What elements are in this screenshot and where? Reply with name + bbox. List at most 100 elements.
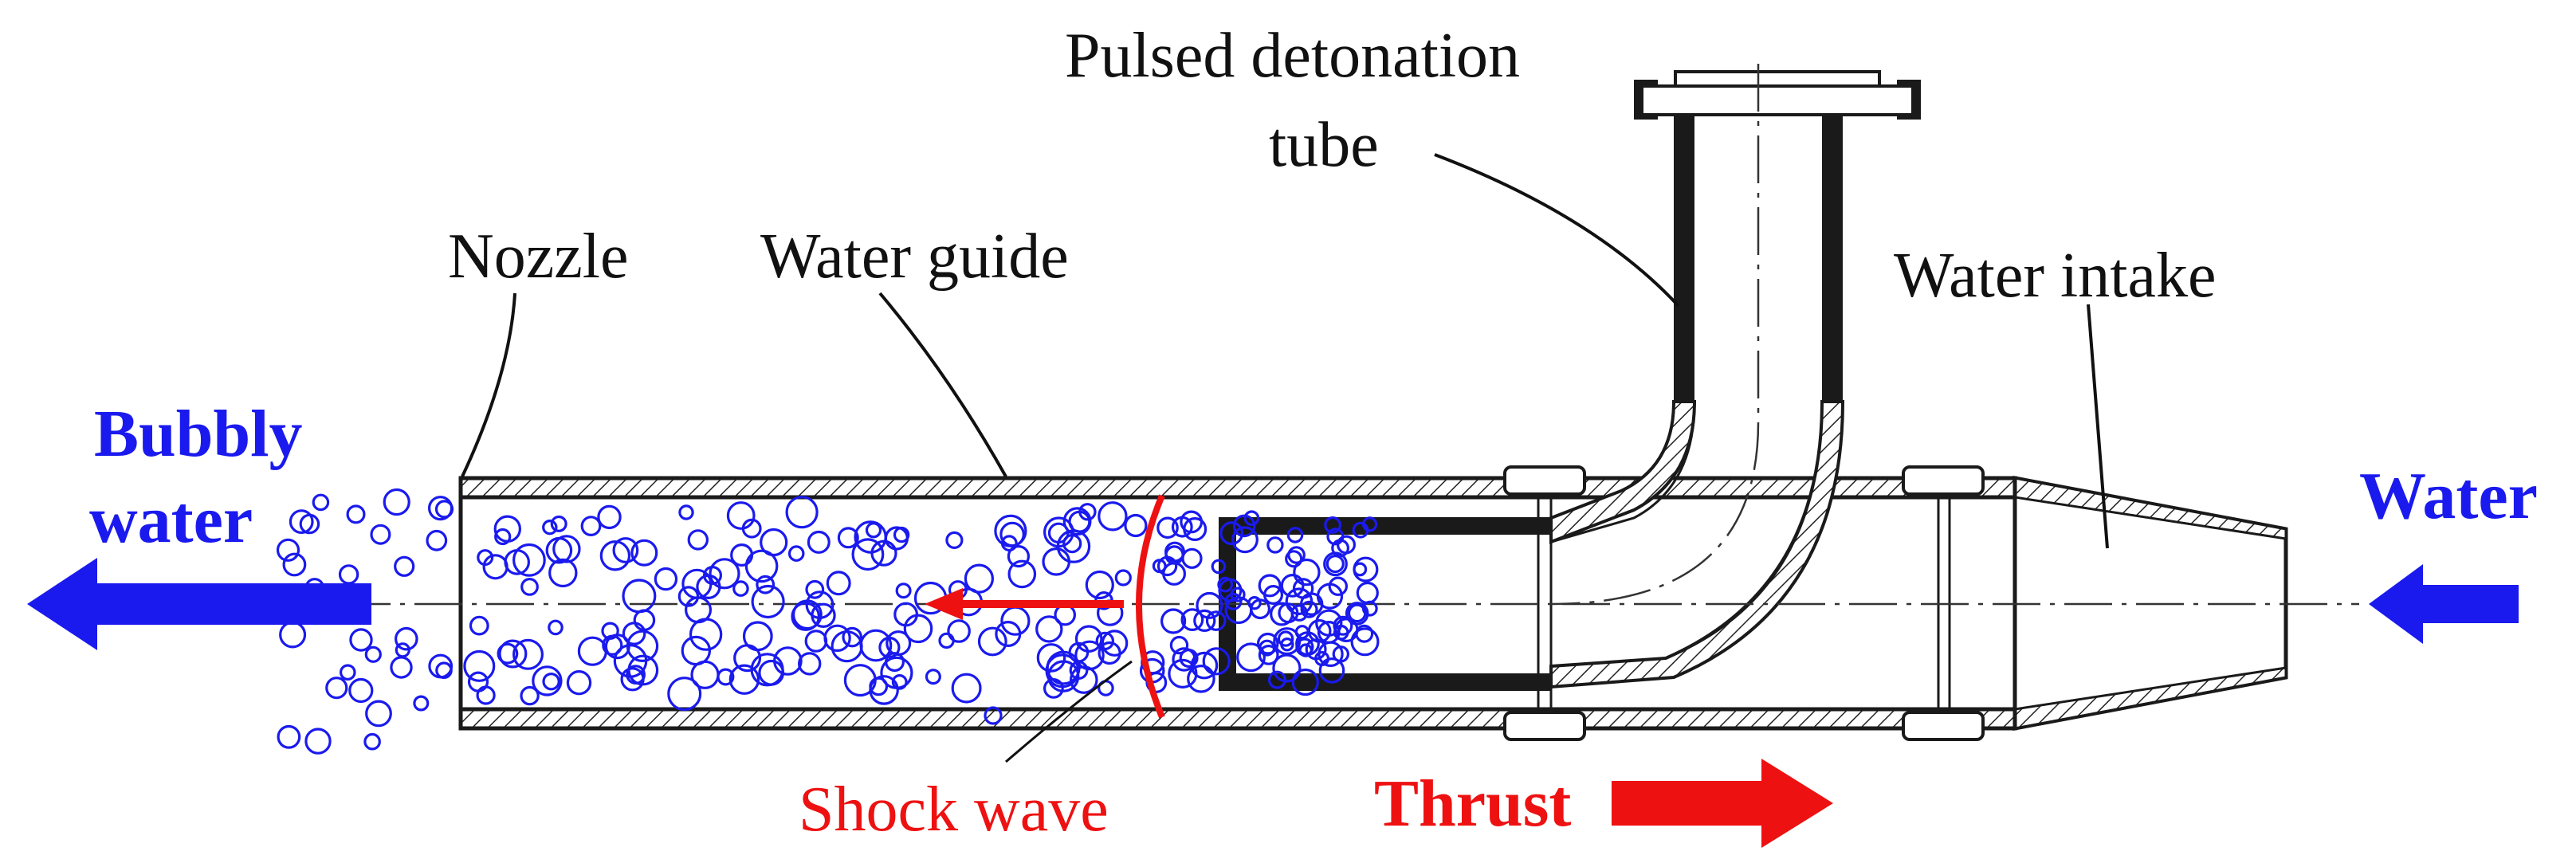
bubble <box>370 524 391 545</box>
bubble <box>364 645 382 663</box>
bubble <box>1243 510 1260 526</box>
bubble <box>756 575 776 594</box>
bubble <box>865 522 882 539</box>
bubble <box>1164 545 1184 565</box>
bubble <box>1278 602 1299 624</box>
bubble <box>1352 521 1369 539</box>
bubble <box>1062 533 1082 554</box>
shock-wave <box>925 494 1165 719</box>
bubble <box>1069 661 1089 680</box>
bubble <box>1000 535 1018 552</box>
bubble <box>1290 604 1309 622</box>
bubble <box>282 552 307 577</box>
bubble <box>1280 574 1305 598</box>
bubble <box>428 653 454 679</box>
bubble <box>684 596 712 624</box>
water-intake-leader <box>2087 304 2109 549</box>
nozzle-label: Nozzle <box>448 222 629 292</box>
bubble <box>807 530 831 554</box>
bubble <box>1043 678 1064 699</box>
bubble <box>434 500 454 519</box>
bubble <box>1292 578 1314 599</box>
arrow-left-icon <box>27 558 371 650</box>
bubble <box>435 661 453 679</box>
bubble <box>365 700 392 728</box>
bubble <box>612 537 639 563</box>
bubble <box>826 571 851 596</box>
bubble <box>548 619 564 636</box>
shock-arrow-icon <box>925 588 1124 620</box>
bubble <box>1196 591 1223 619</box>
bubble <box>566 670 592 696</box>
bubble <box>690 660 720 689</box>
pulsed-detonation-tube <box>1219 70 1921 691</box>
pulsed-tube-leader <box>1434 153 1680 308</box>
bubble <box>394 626 418 651</box>
bubble <box>805 579 825 599</box>
bubble <box>1325 554 1345 574</box>
bubble <box>1217 576 1234 593</box>
bubble <box>1277 630 1294 647</box>
bubble <box>1172 647 1196 672</box>
bubble <box>870 539 897 567</box>
bubble <box>1295 631 1320 656</box>
bubble <box>1056 529 1091 563</box>
bubble <box>1286 527 1304 543</box>
bubble <box>1168 658 1198 689</box>
bubble <box>1035 615 1063 643</box>
bubble <box>1036 643 1066 673</box>
bubble <box>312 493 330 512</box>
bubble <box>390 656 413 679</box>
bubble <box>1266 536 1284 554</box>
pulsed-tube-label-line1: Pulsed detonation <box>1065 21 1520 91</box>
bubble <box>1114 569 1132 586</box>
thrust-label: Thrust <box>1374 767 1571 841</box>
bubble <box>1267 670 1286 689</box>
bubble <box>1258 645 1279 665</box>
bubble <box>363 732 381 751</box>
bubble <box>854 520 887 554</box>
bubble <box>1317 621 1341 644</box>
bubble <box>289 509 314 534</box>
bubble <box>1085 570 1114 600</box>
thrust-arrow <box>1612 759 1833 848</box>
bubble <box>994 514 1027 547</box>
bubble <box>947 619 971 643</box>
bubble <box>548 558 578 588</box>
bubble <box>325 677 348 700</box>
bubble <box>633 609 656 631</box>
bubble <box>859 629 893 662</box>
bubble <box>630 539 658 567</box>
bubble <box>1350 627 1380 657</box>
bubble <box>1236 642 1266 673</box>
bubble <box>1047 522 1070 544</box>
bubble <box>550 515 567 532</box>
bubble <box>730 543 754 567</box>
bubble <box>903 614 933 644</box>
bubble <box>1219 521 1244 546</box>
bubble <box>1258 574 1282 598</box>
bubble <box>689 618 723 651</box>
tube-bottom-wall <box>458 707 2017 731</box>
bubble <box>732 580 749 597</box>
bubble <box>1318 657 1345 684</box>
bubble <box>346 504 366 524</box>
bubble <box>1361 600 1378 617</box>
bubble <box>512 543 546 577</box>
bubble <box>545 536 573 564</box>
outflow-arrow <box>27 558 371 650</box>
bubble <box>276 538 300 562</box>
shock-wave-label: Shock wave <box>799 775 1109 845</box>
bubble <box>542 673 560 691</box>
bubble <box>1101 630 1129 657</box>
bubble <box>1160 608 1187 634</box>
bubble <box>498 639 528 669</box>
bubble <box>785 496 819 529</box>
bubble <box>597 504 622 530</box>
bubble <box>744 549 779 583</box>
bubble <box>773 646 803 676</box>
bubble <box>1156 516 1179 539</box>
bubble <box>1231 526 1259 554</box>
bubble <box>938 632 955 649</box>
bubble <box>512 638 544 670</box>
